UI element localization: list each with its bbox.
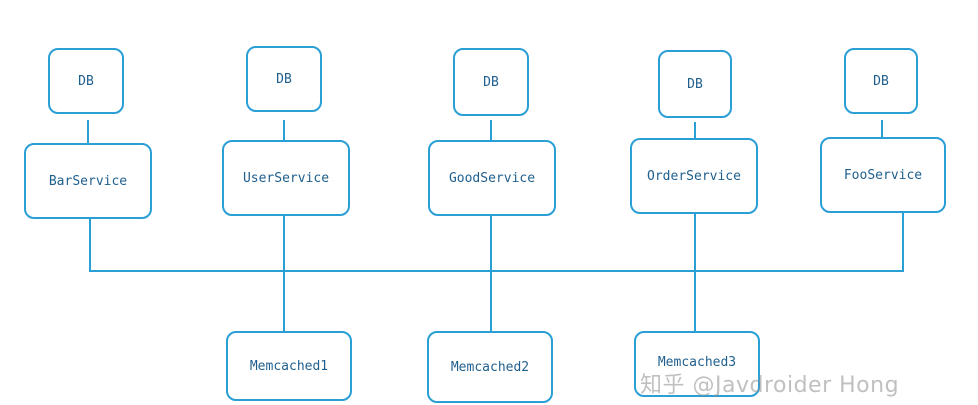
cache-node-2: Memcached2: [427, 331, 553, 403]
db-node-1: DB: [48, 48, 124, 114]
edge-db4-service4: [694, 122, 696, 140]
edge-service1-bus: [89, 218, 91, 271]
cache-label-3: Memcached3: [657, 355, 737, 370]
db-node-3: DB: [453, 48, 529, 116]
service-node-bar: BarService: [24, 143, 152, 219]
edge-db1-service1: [87, 120, 89, 144]
service-label-good: GoodService: [448, 170, 536, 186]
db-label-2: DB: [276, 71, 292, 87]
db-label-1: DB: [78, 73, 94, 89]
db-label-5: DB: [873, 73, 889, 89]
db-label-3: DB: [483, 74, 499, 90]
edge-db2-service2: [283, 120, 285, 144]
edge-service4-bus: [694, 214, 696, 334]
cache-node-3: Memcached3: [634, 331, 760, 397]
db-node-4: DB: [658, 50, 732, 118]
watermark-text: 知乎 @Javdroider Hong: [640, 373, 900, 398]
edge-service2-bus: [283, 216, 285, 334]
service-label-foo: FooService: [843, 167, 923, 183]
edge-service3-bus: [490, 215, 492, 333]
service-label-bar: BarService: [48, 173, 128, 189]
edge-db5-service5: [881, 120, 883, 138]
db-label-4: DB: [687, 76, 703, 92]
service-node-foo: FooService: [820, 137, 946, 213]
service-label-user: UserService: [242, 170, 330, 186]
service-node-user: UserService: [222, 140, 350, 216]
edge-db3-service3: [490, 120, 492, 144]
edge-service5-bus: [902, 213, 904, 271]
cache-node-1: Memcached1: [226, 331, 352, 401]
db-node-5: DB: [844, 48, 918, 114]
db-node-2: DB: [246, 46, 322, 112]
cache-label-2: Memcached2: [450, 359, 530, 375]
service-node-order: OrderService: [630, 138, 758, 214]
shared-bus-line: [89, 270, 904, 272]
service-label-order: OrderService: [647, 168, 741, 184]
service-node-good: GoodService: [428, 140, 556, 216]
cache-label-1: Memcached1: [249, 358, 329, 374]
